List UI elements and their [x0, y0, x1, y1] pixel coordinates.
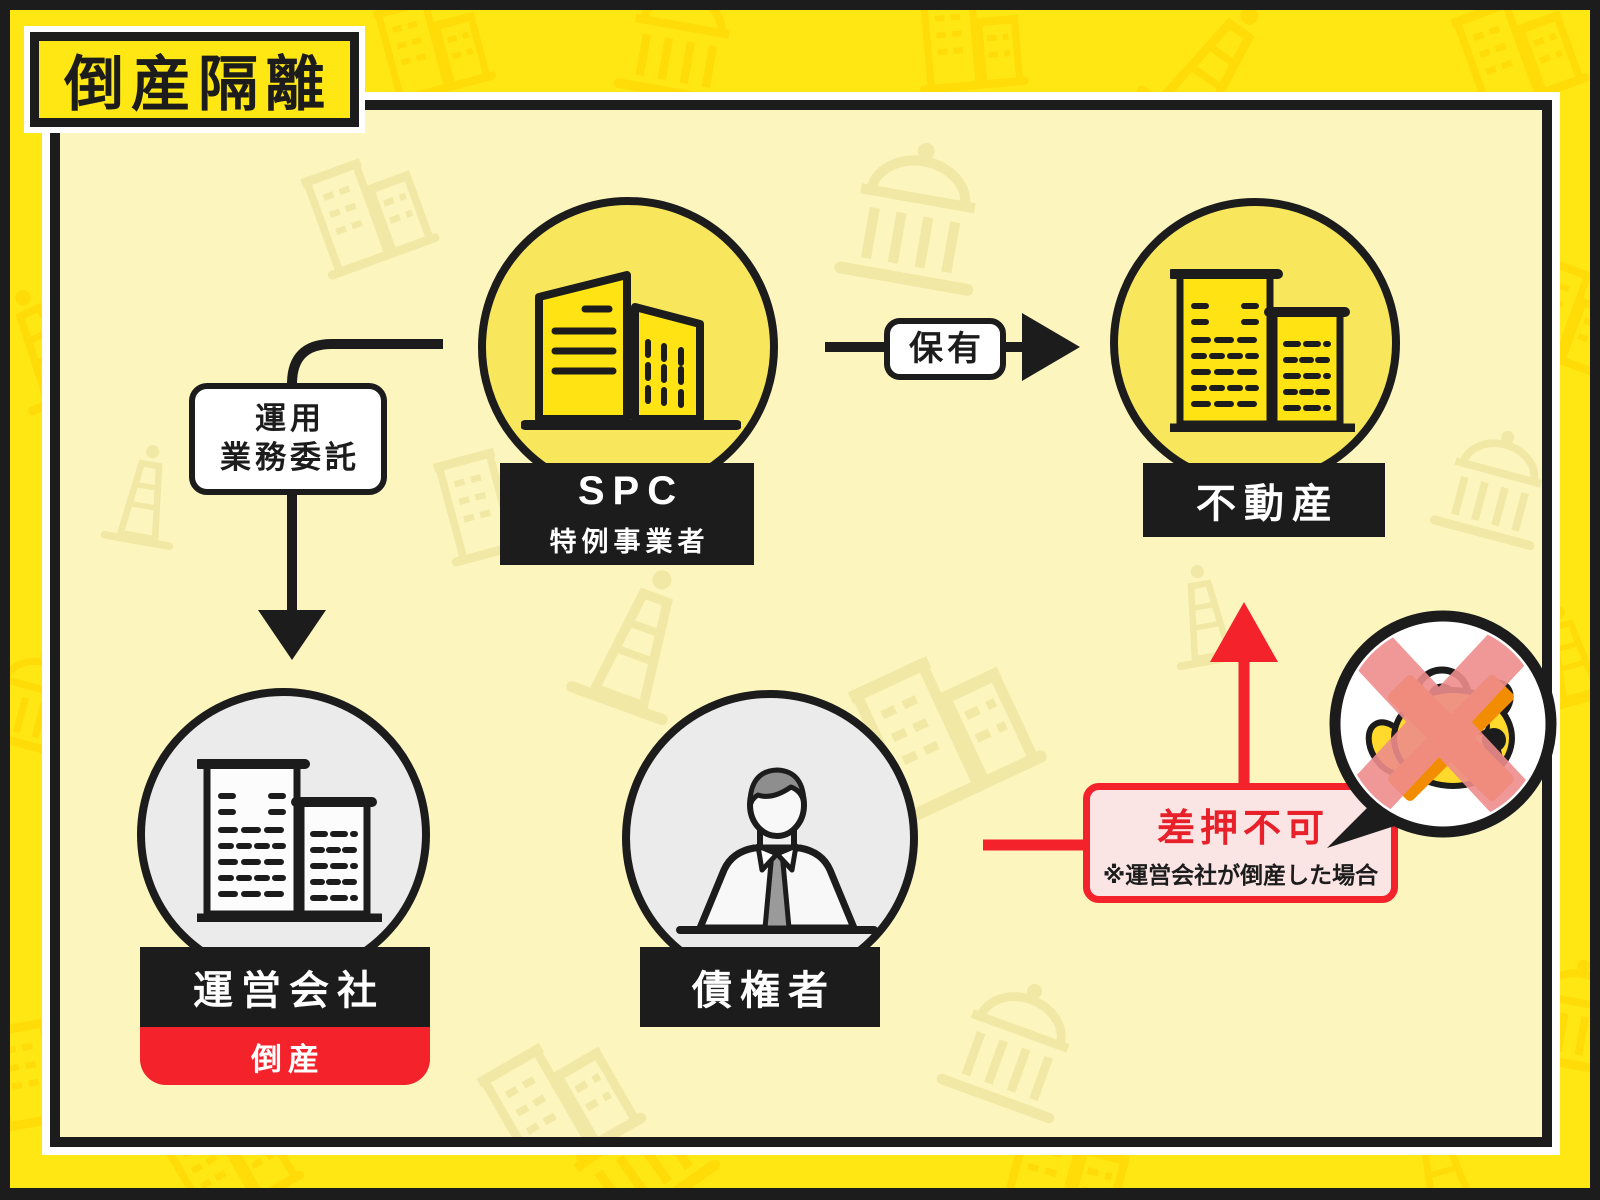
bankruptcy-status-badge: 倒産	[140, 1027, 430, 1085]
pattern-bank-icon	[610, 10, 750, 110]
towers-building-icon	[1170, 269, 1355, 432]
spc-sublabel: 特例事業者	[549, 527, 710, 557]
pattern-building-icon	[480, 1020, 630, 1147]
pattern-building-icon	[300, 140, 430, 270]
towers-building-icon-gray	[197, 759, 382, 922]
real-estate-label-plate: 不動産	[1143, 463, 1385, 537]
pattern-building-icon	[370, 10, 490, 100]
creditor-circle	[622, 690, 918, 986]
pattern-tower-icon	[1150, 560, 1260, 670]
seizure-label: 差押不可	[1156, 807, 1329, 850]
real-estate-label: 不動産	[1196, 482, 1340, 526]
no-seizure-lock-mascot-icon	[1327, 610, 1557, 848]
operating-company-circle	[137, 688, 430, 981]
operating-company-label: 運営会社	[193, 969, 385, 1013]
delegation-label-line1: 運用	[255, 401, 325, 437]
pattern-bank-icon	[1430, 420, 1552, 550]
creditor-label: 債権者	[692, 969, 836, 1013]
spc-label: SPC	[577, 469, 685, 513]
delegation-tag: 運用 業務委託	[189, 383, 387, 495]
holding-label: 保有	[909, 329, 985, 368]
pattern-building-icon	[910, 10, 1030, 95]
creditor-label-plate: 債権者	[640, 947, 880, 1027]
operating-company-label-plate: 運営会社	[140, 947, 430, 1027]
delegation-label-line2: 業務委託	[220, 440, 360, 475]
pattern-bank-icon	[940, 970, 1090, 1120]
spc-label-plate: SPC 特例事業者	[500, 463, 754, 565]
prohibited-x-icon	[1345, 624, 1533, 820]
title-badge: 倒産隔離	[30, 32, 359, 127]
real-estate-circle	[1110, 198, 1400, 488]
pattern-bank-icon	[830, 130, 1000, 300]
seizure-note: ※運営会社が倒産した場合	[1102, 861, 1379, 888]
pattern-tower-icon	[560, 560, 720, 720]
office-building-icon	[521, 271, 741, 430]
bankruptcy-status-label: 倒産	[251, 1041, 325, 1077]
businessman-icon	[676, 767, 878, 934]
holding-tag: 保有	[884, 318, 1006, 380]
pattern-building-icon	[1450, 10, 1580, 110]
spc-circle	[478, 197, 778, 497]
page-title: 倒産隔離	[64, 51, 332, 118]
pattern-tower-icon	[90, 440, 200, 550]
